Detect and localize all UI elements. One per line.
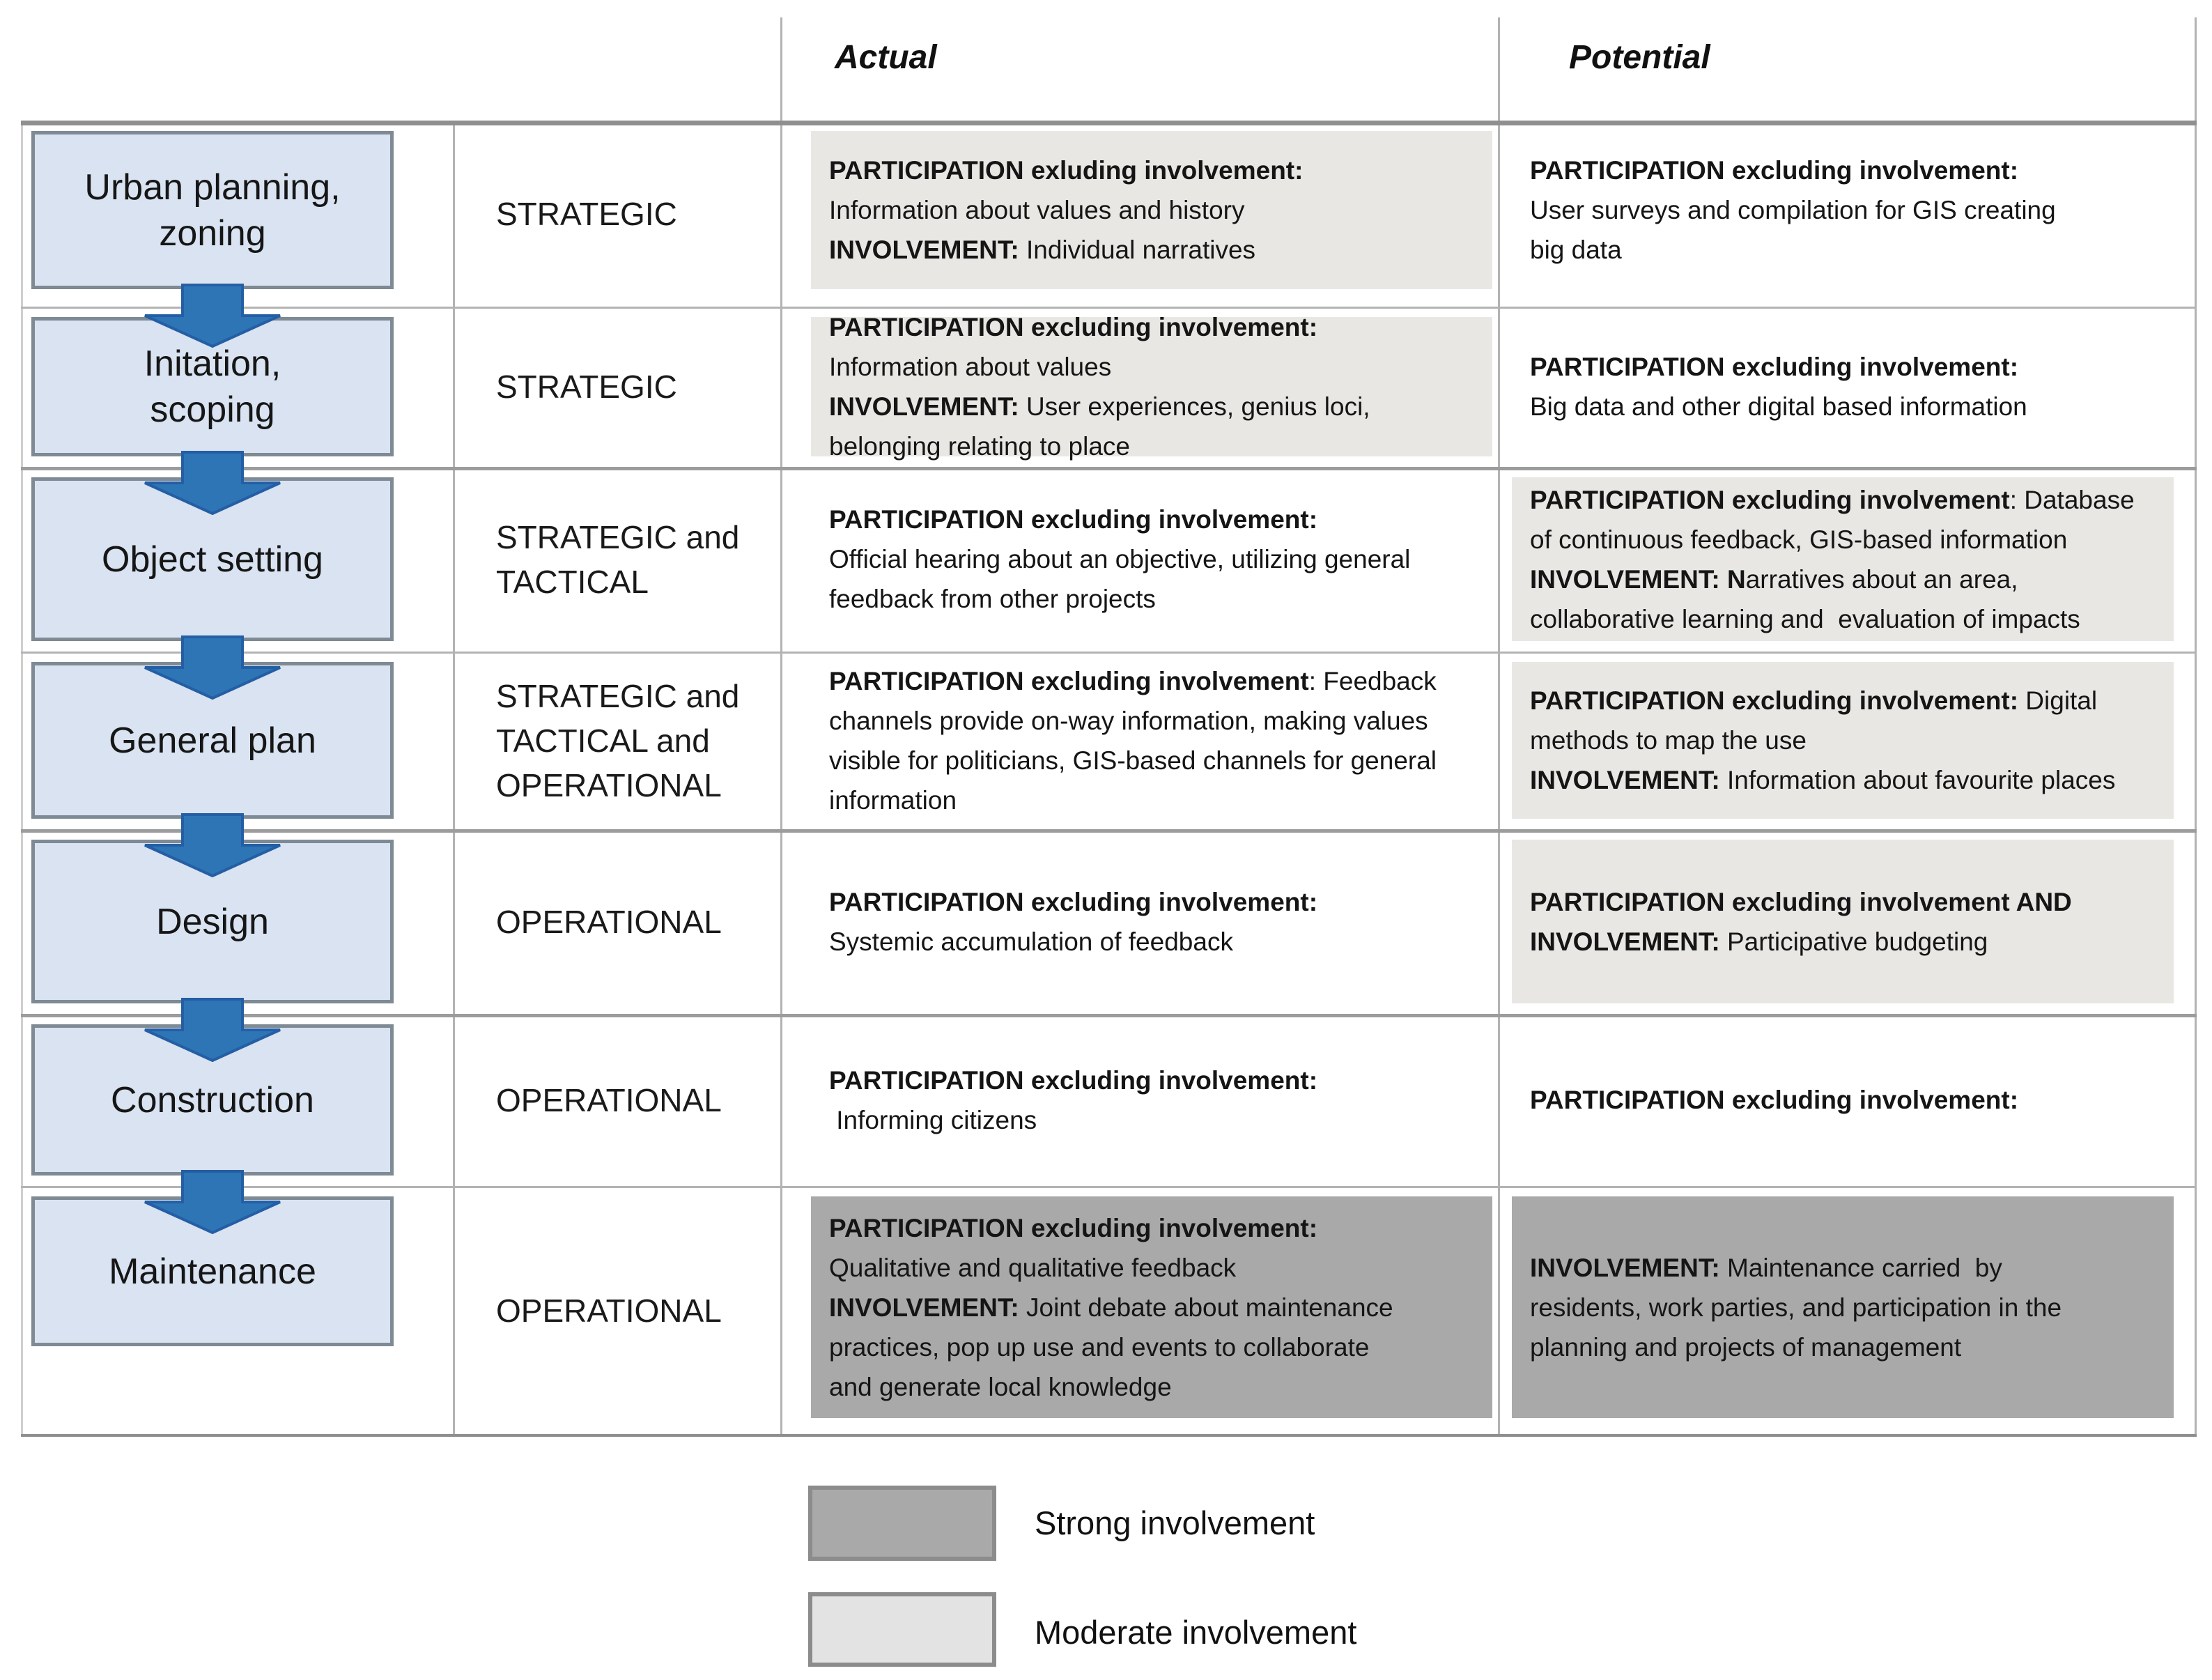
- cell-text: PARTICIPATION excluding involvement: Sys…: [829, 887, 1318, 956]
- phase-label: Construction: [111, 1079, 314, 1120]
- column-header-potential: Potential: [1569, 39, 1710, 76]
- level-label: STRATEGIC and TACTICAL and OPERATIONAL: [496, 677, 740, 803]
- potential-cell: INVOLVEMENT: Maintenance carried by resi…: [1512, 1196, 2174, 1418]
- row-separator: [21, 1014, 2197, 1017]
- phase-label: Object setting: [102, 539, 323, 580]
- row-separator: [21, 307, 2197, 309]
- header-separator-line: [21, 121, 2197, 125]
- phase-label: Design: [156, 901, 269, 942]
- table-border-right: [2195, 17, 2197, 1435]
- actual-cell: PARTICIPATION excluding involvement: Inf…: [811, 1024, 1492, 1176]
- table-border-left: [21, 121, 23, 1435]
- legend-label-strong: Strong involvement: [1035, 1504, 1315, 1541]
- level-cell: OPERATIONAL: [453, 829, 780, 1014]
- cell-text: PARTICIPATION excluding involvement: Dat…: [1530, 485, 2135, 633]
- cell-text: PARTICIPATION excluding involvement: Fee…: [829, 666, 1437, 815]
- legend-swatch-strong: [808, 1486, 996, 1561]
- actual-cell: PARTICIPATION excluding involvement: Sys…: [811, 840, 1492, 1003]
- row-separator: [21, 1186, 2197, 1188]
- row-separator: [21, 652, 2197, 654]
- divider-actual-potential: [1498, 17, 1500, 1435]
- column-header-actual: Actual: [835, 39, 937, 76]
- cell-text: PARTICIPATION excluding involvement: Dig…: [1530, 686, 2116, 794]
- actual-cell: PARTICIPATION excluding involvement: Fee…: [811, 662, 1492, 819]
- level-label: STRATEGIC: [496, 195, 677, 232]
- phase-box-urban-planning: Urban planning, zoning: [31, 131, 394, 289]
- cell-text: PARTICIPATION excluding involvement:: [1530, 1086, 2019, 1114]
- actual-cell: PARTICIPATION excluding involvement: Qua…: [811, 1196, 1492, 1418]
- potential-cell: PARTICIPATION excluding involvement: Dig…: [1512, 662, 2174, 819]
- cell-text: PARTICIPATION exluding involvement: Info…: [829, 156, 1304, 264]
- actual-cell: PARTICIPATION excluding involvement: Inf…: [811, 313, 1492, 461]
- legend-swatch-moderate: [808, 1592, 996, 1667]
- divider-phase-level: [453, 121, 455, 1435]
- divider-level-actual: [780, 17, 782, 1435]
- level-cell: OPERATIONAL: [453, 1186, 780, 1435]
- level-label: OPERATIONAL: [496, 903, 722, 940]
- level-cell: STRATEGIC and TACTICAL: [453, 467, 780, 652]
- legend-label-moderate: Moderate involvement: [1035, 1614, 1357, 1651]
- flow-arrow-down-icon: [144, 284, 281, 348]
- level-label: STRATEGIC and TACTICAL: [496, 518, 740, 600]
- level-cell: STRATEGIC: [453, 121, 780, 307]
- level-cell: STRATEGIC and TACTICAL and OPERATIONAL: [453, 652, 780, 829]
- actual-cell: PARTICIPATION exluding involvement: Info…: [811, 131, 1492, 289]
- cell-text: PARTICIPATION excluding involvement: Use…: [1530, 156, 2056, 264]
- flow-arrow-down-icon: [144, 998, 281, 1062]
- phase-label: Initation, scoping: [144, 344, 281, 430]
- potential-cell: PARTICIPATION excluding involvement:: [1512, 1024, 2174, 1176]
- cell-text: PARTICIPATION excluding involvement: Inf…: [829, 1065, 1318, 1134]
- level-label: OPERATIONAL: [496, 1081, 722, 1118]
- potential-cell: PARTICIPATION excluding involvement: Use…: [1512, 131, 2174, 289]
- flow-arrow-down-icon: [144, 451, 281, 515]
- cell-text: PARTICIPATION excluding involvement: Big…: [1530, 353, 2027, 421]
- level-cell: STRATEGIC: [453, 307, 780, 467]
- cell-text: PARTICIPATION excluding involvement AND …: [1530, 887, 2072, 956]
- level-label: STRATEGIC: [496, 369, 677, 405]
- flow-arrow-down-icon: [144, 635, 281, 700]
- row-separator: [21, 467, 2197, 470]
- cell-text: INVOLVEMENT: Maintenance carried by resi…: [1530, 1253, 2062, 1362]
- flow-arrow-down-icon: [144, 1170, 281, 1234]
- level-label: OPERATIONAL: [496, 1293, 722, 1329]
- potential-cell: PARTICIPATION excluding involvement: Dat…: [1512, 477, 2174, 641]
- phase-label: Urban planning, zoning: [84, 167, 341, 254]
- phase-label: Maintenance: [109, 1251, 316, 1292]
- row-separator: [21, 829, 2197, 833]
- actual-cell: PARTICIPATION excluding involvement: Off…: [811, 477, 1492, 641]
- potential-cell: PARTICIPATION excluding involvement AND …: [1512, 840, 2174, 1003]
- flow-arrow-down-icon: [144, 813, 281, 877]
- cell-text: PARTICIPATION excluding involvement: Inf…: [829, 313, 1370, 461]
- level-cell: OPERATIONAL: [453, 1014, 780, 1186]
- cell-text: PARTICIPATION excluding involvement: Off…: [829, 505, 1411, 613]
- table-border-bottom: [21, 1434, 2197, 1437]
- phase-label: General plan: [109, 720, 316, 761]
- potential-cell: PARTICIPATION excluding involvement: Big…: [1512, 317, 2174, 456]
- cell-text: PARTICIPATION excluding involvement: Qua…: [829, 1213, 1393, 1401]
